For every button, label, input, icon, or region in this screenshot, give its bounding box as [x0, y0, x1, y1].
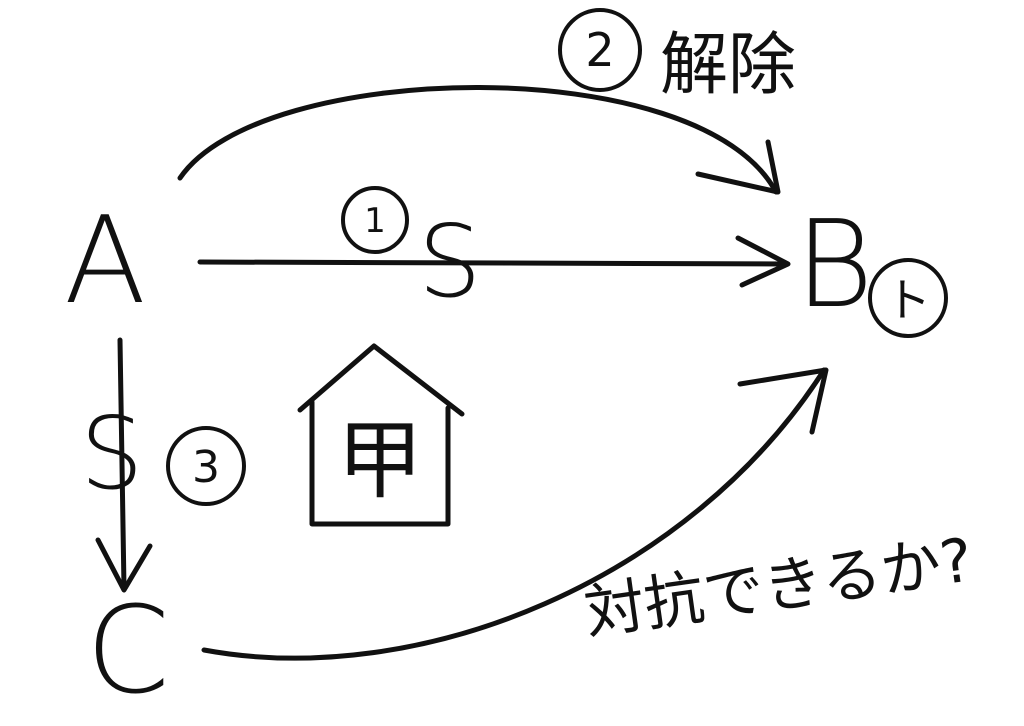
node-b-label: B	[795, 196, 874, 335]
node-c-label: C	[86, 582, 170, 721]
step2-number: 2	[585, 23, 614, 77]
arrow-a-to-c	[117, 337, 127, 591]
arrow-a-to-c-head	[95, 537, 153, 593]
step3-circle	[166, 426, 246, 506]
arrow-a-to-b	[197, 259, 789, 267]
step1-symbol: S	[418, 203, 481, 320]
step1-number: 1	[364, 201, 386, 241]
property-char: 甲	[337, 411, 423, 511]
arrow-a-to-b-head	[735, 235, 791, 288]
step1-circle	[341, 186, 409, 254]
b-role-marker: ト	[885, 273, 931, 327]
step3-symbol: S	[80, 395, 143, 512]
question-text: 対抗できるか?	[580, 525, 977, 649]
arrow-rescission-a-to-b	[177, 85, 779, 195]
house-icon	[297, 343, 465, 527]
arrow-rescission-head	[695, 139, 781, 195]
arrow-c-to-b	[201, 367, 827, 661]
node-a-label: A	[64, 192, 146, 331]
step2-text: 解除	[660, 26, 796, 105]
step2-circle	[558, 8, 642, 92]
step3-number: 3	[192, 442, 220, 493]
b-role-circle	[868, 258, 948, 338]
arrow-c-to-b-head	[737, 367, 829, 435]
